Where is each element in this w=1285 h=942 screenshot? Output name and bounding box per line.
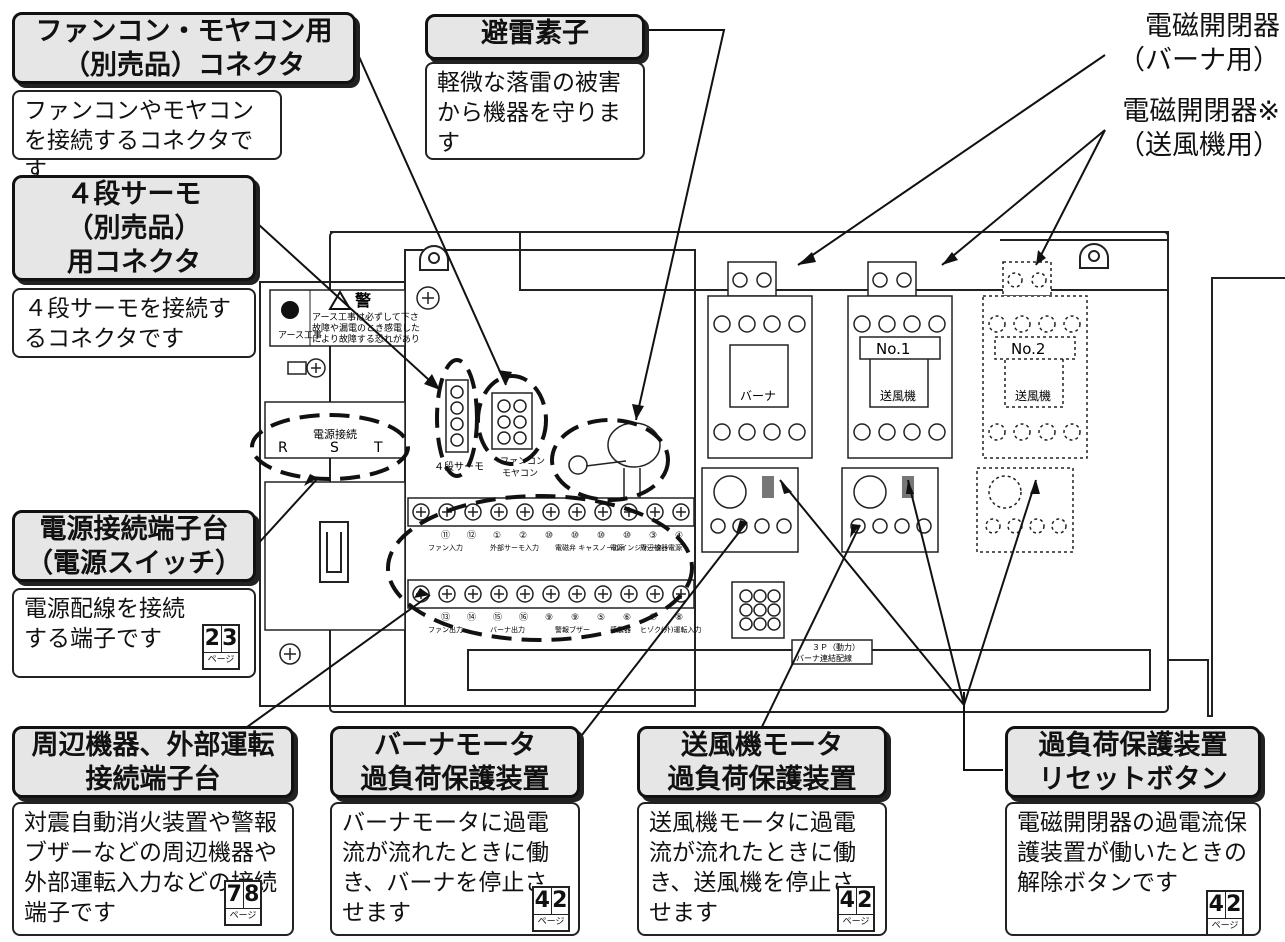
- highlight-ellipses: [250, 358, 694, 642]
- contactor-number: No.1: [876, 340, 910, 358]
- terminal-number: ⑥: [623, 613, 631, 623]
- callout-thermo-title: ４段サーモ （別売品） 用コネクタ: [12, 175, 256, 281]
- callout-lightning-desc: 軽微な落雷の被害から機器を守ります: [425, 62, 645, 160]
- terminal-group-label: 電源: [610, 543, 624, 552]
- contactor-label: 送風機: [880, 388, 916, 403]
- terminal-number: ③: [649, 531, 657, 541]
- terminal-number: ⑯: [519, 612, 528, 623]
- terminal-group-label: ファン出力: [428, 625, 463, 634]
- terminal-number: ⑫: [467, 530, 476, 541]
- plug-label-2: バーナ連結配線: [796, 653, 852, 663]
- terminal-number: ④: [675, 531, 683, 541]
- terminal-number: ②: [519, 531, 527, 541]
- contactors: バーナ 送風機 No.1 送風機 No.2: [701, 261, 1088, 553]
- terminal-number: ⑩: [623, 531, 631, 541]
- terminal-number: ⑩: [571, 531, 579, 541]
- terminal-group-label: 電磁弁 キャスノールインジケーター: [555, 543, 669, 552]
- plug-3p: [731, 581, 873, 665]
- callout-thermo-desc: ４段サーモを接続するコネクタです: [12, 288, 256, 358]
- terminal-number: ⑩: [597, 531, 605, 541]
- leader-lines: [235, 29, 1106, 771]
- callout-reset-title: 過負荷保護装置 リセットボタン: [1005, 726, 1261, 798]
- terminal-group-label: 警報ブザー: [555, 625, 590, 634]
- plug-label-1: ３Ｐ（動力）: [812, 642, 860, 652]
- power-terminal-block: 電源接続 R S T: [264, 401, 406, 631]
- terminal-number: ⑭: [467, 612, 476, 623]
- moyacon-conn-label: モヤコン: [502, 469, 538, 479]
- power-switch-lever: [319, 521, 349, 583]
- screw-icons: [279, 286, 440, 665]
- callout-peripheral-desc: 対震自動消火装置や警報ブザーなどの周辺機器や外部運転入力などの接続端子です: [12, 802, 294, 936]
- callout-burner-motor-desc: バーナモータに過電流が流れたときに働き、バーナを停止させます: [330, 802, 580, 936]
- label-contactor-fan: 電磁開閉器※ （送風機用）: [1118, 96, 1280, 161]
- terminal-number: ⑤: [597, 613, 605, 623]
- terminal-group-label: ファン入力: [428, 543, 463, 552]
- svg-text:警: 警: [354, 291, 371, 310]
- callout-fan-motor-desc: 送風機モータに過電流が流れたときに働き、送風機を停止させます: [637, 802, 887, 936]
- svg-text:電源接続: 電源接続: [313, 427, 357, 441]
- callout-fancon-desc: ファンコンやモヤコンを接続するコネクタです: [12, 90, 282, 184]
- terminal-number: ⑨: [571, 613, 579, 623]
- contactor-label: バーナ: [740, 389, 776, 403]
- terminal-block-top: ⑪ ⑫ ① ② ⑩ ⑩ ⑩ ⑩ ③ ④ ファン入力 外部サーモ入力 電磁弁 キャスノールインジケーター電…: [407, 497, 695, 552]
- fancon-conn-label: ファンコン: [500, 457, 545, 467]
- terminal-number: ⑨: [545, 613, 553, 623]
- leader-arrowheads: [304, 250, 1046, 598]
- svg-text:アース工事は必ずして下さ: アース工事は必ずして下さ: [312, 311, 419, 323]
- svg-text:により故障する恐れがあり: により故障する恐れがあり: [312, 333, 420, 345]
- label-contactor-burner: 電磁開閉器 （バーナ用）: [1118, 11, 1280, 76]
- terminal-number: ⑧: [675, 613, 683, 623]
- callout-fan-motor-title: 送風機モータ 過負荷保護装置: [637, 726, 887, 798]
- callout-reset-desc: 電磁開閉器の過電流保護装置が働いたときの解除ボタンです: [1005, 802, 1261, 936]
- lightning-arrester: [568, 422, 661, 498]
- terminal-number: ⑮: [493, 612, 502, 623]
- terminal-number: ⑬: [441, 612, 450, 623]
- callout-burner-motor-title: バーナモータ 過負荷保護装置: [330, 726, 580, 798]
- terminal-group-label: バーナ出力: [490, 625, 525, 634]
- svg-text:T: T: [373, 440, 383, 456]
- svg-text:R: R: [278, 440, 288, 456]
- warning-label: アース工事 警 アース工事は必ずして下さ 故障や漏電のとき感電した により故障す…: [269, 289, 420, 347]
- terminal-group-label: 外部サーモ入力: [490, 543, 539, 552]
- contactor-number: No.2: [1011, 340, 1045, 358]
- terminal-group-label: 周辺機器電源: [640, 543, 682, 552]
- callout-power-title: 電源接続端子台 （電源スイッチ）: [12, 510, 256, 582]
- terminal-number: ⑩: [545, 531, 553, 541]
- callout-peripheral-title: 周辺機器、外部運転 接続端子台: [12, 726, 294, 798]
- panel-hangers: [419, 243, 1109, 271]
- svg-text:故障や漏電のとき感電した: 故障や漏電のとき感電した: [312, 322, 420, 334]
- callout-fancon-title: ファンコン・モヤコン用 （別売品）コネクタ: [12, 12, 356, 84]
- terminal-number: ①: [493, 531, 501, 541]
- contactor-label: 送風機: [1015, 388, 1051, 403]
- terminal-number: ⑪: [441, 530, 450, 541]
- svg-text:アース工事: アース工事: [278, 329, 322, 341]
- callout-lightning-title: 避雷素子: [425, 14, 645, 60]
- fancon-connector: [491, 392, 533, 450]
- thermo-conn-label: ４段サーモ: [434, 460, 484, 473]
- thermo-connector: [445, 379, 469, 453]
- terminal-group-label: ヒゾク(外)運転入力: [640, 625, 701, 634]
- svg-text:S: S: [330, 440, 339, 456]
